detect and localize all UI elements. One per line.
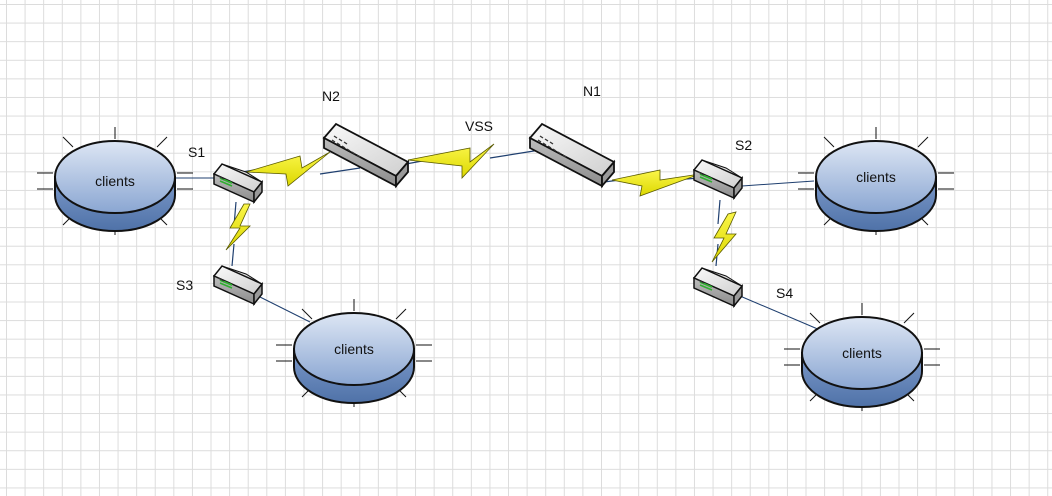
lightning-s1-s3 bbox=[225, 201, 251, 267]
clients-2-label: clients bbox=[856, 169, 896, 185]
clients-2: clients bbox=[797, 126, 955, 236]
label-vss: VSS bbox=[465, 118, 493, 134]
lightning-s2-s4 bbox=[711, 199, 737, 267]
label-n1: N1 bbox=[583, 83, 601, 99]
clients-4-label: clients bbox=[842, 345, 882, 361]
switch-s2 bbox=[693, 159, 743, 199]
clients-1-label: clients bbox=[95, 173, 135, 189]
label-s1: S1 bbox=[188, 144, 205, 160]
switch-n1 bbox=[529, 123, 615, 187]
lightning-n1-s2 bbox=[603, 169, 701, 197]
link-s2-clients2 bbox=[741, 180, 815, 187]
switch-s3 bbox=[213, 265, 263, 305]
label-n2: N2 bbox=[322, 88, 340, 104]
lightning-n2-n1-vss bbox=[405, 143, 541, 180]
clients-3-label: clients bbox=[334, 341, 374, 357]
label-s3: S3 bbox=[176, 277, 193, 293]
clients-1: clients bbox=[36, 126, 194, 236]
link-s4-clients4 bbox=[739, 295, 821, 331]
clients-4: clients bbox=[783, 302, 941, 412]
label-s2: S2 bbox=[735, 137, 752, 153]
link-s3-clients3 bbox=[257, 295, 311, 323]
switch-n2 bbox=[323, 123, 409, 187]
clients-3: clients bbox=[275, 298, 433, 408]
lightning-links bbox=[225, 143, 737, 267]
switch-s4 bbox=[693, 267, 743, 307]
label-s4: S4 bbox=[776, 285, 793, 301]
connection-lines bbox=[176, 177, 821, 331]
